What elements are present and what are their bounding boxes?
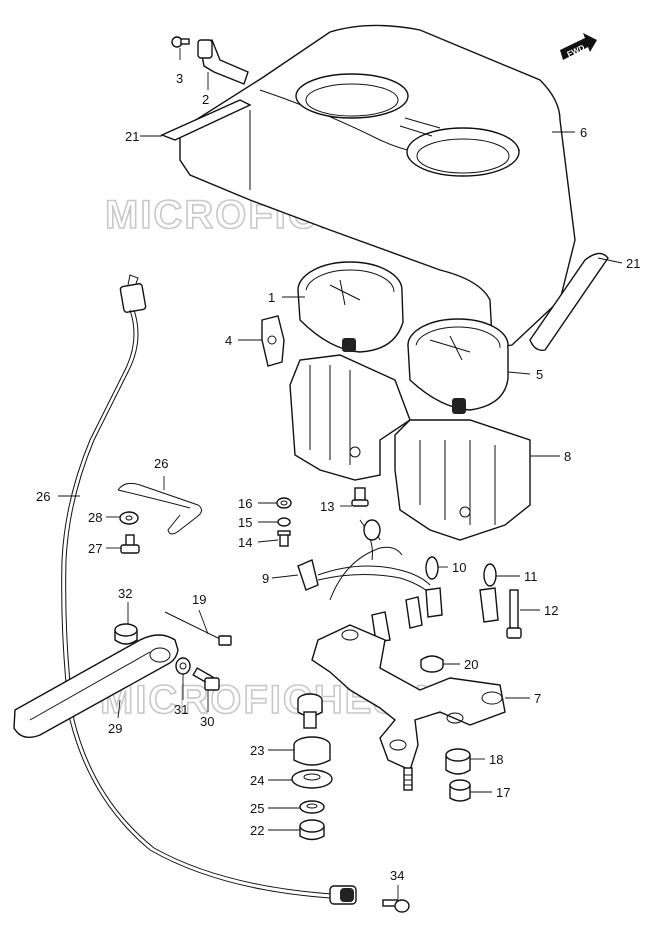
callout-29: 28 (88, 510, 102, 525)
washer-32 (175, 657, 191, 675)
callout-4: 4 (225, 333, 232, 348)
callout-18: 18 (489, 752, 503, 767)
callout-28: 27 (88, 541, 102, 556)
tachometer (407, 318, 509, 414)
callout-24: 24 (250, 773, 264, 788)
bolt-31 (192, 667, 220, 691)
drive-gear (197, 39, 249, 85)
nut-15 (277, 517, 291, 527)
wire-clip-27 (117, 482, 202, 535)
fwd-arrow-icon: FWD (560, 33, 597, 60)
cable-tie-19 (164, 611, 232, 646)
collar-25 (299, 800, 325, 814)
callout-6: 6 (580, 125, 587, 140)
callout-32: 31 (174, 702, 188, 717)
nut-22 (299, 819, 325, 841)
fwd-label: FWD (566, 43, 587, 59)
callout-15: 15 (238, 515, 252, 530)
meter-cover (160, 24, 609, 351)
callout-11: 11 (524, 569, 538, 584)
callout-30: 29 (108, 721, 122, 736)
screw-14 (277, 530, 291, 547)
callout-17: 17 (496, 785, 510, 800)
screw-34 (382, 899, 410, 913)
leader-lines (58, 48, 623, 900)
callout-labels: 3 2 21 6 21 1 4 5 8 26 26 16 13 15 28 14… (36, 71, 640, 883)
callout-21a: 21 (125, 129, 139, 144)
callout-34: 34 (390, 868, 404, 883)
cushion-18 (445, 748, 471, 775)
screw-13 (351, 487, 369, 507)
callout-8: 8 (564, 449, 571, 464)
bracket-4 (261, 315, 285, 367)
callout-31: 30 (200, 714, 214, 729)
callout-20: 20 (464, 657, 478, 672)
callout-25: 25 (250, 801, 264, 816)
stud (403, 767, 413, 791)
callout-7: 7 (534, 691, 541, 706)
screw-12 (506, 589, 522, 639)
callout-9: 9 (262, 571, 269, 586)
nut-17 (449, 779, 471, 802)
washer-24 (291, 769, 333, 789)
callout-19: 19 (192, 592, 206, 607)
callout-1: 1 (268, 290, 275, 305)
grommet-20 (420, 655, 444, 673)
callout-26: 26 (36, 489, 50, 504)
nut-33 (114, 623, 138, 645)
callout-13: 13 (320, 499, 334, 514)
callout-33: 32 (118, 586, 132, 601)
cushion-23 (293, 693, 331, 766)
washer-29 (119, 511, 139, 525)
screw-3 (171, 36, 190, 48)
speedometer (297, 261, 404, 353)
callout-22: 22 (250, 823, 264, 838)
speedometer-cable (61, 274, 357, 905)
bolt-28 (120, 534, 140, 554)
callout-5: 5 (536, 367, 543, 382)
washer-16 (276, 497, 292, 509)
callout-16: 16 (238, 496, 252, 511)
callout-23: 23 (250, 743, 264, 758)
meter-case (289, 354, 531, 541)
callout-14: 14 (238, 535, 252, 550)
callout-2: 2 (202, 92, 209, 107)
callout-27: 26 (154, 456, 168, 471)
callout-21b: 21 (626, 256, 640, 271)
callout-3: 3 (176, 71, 183, 86)
cable-guide-30 (13, 634, 179, 738)
callout-12: 12 (544, 603, 558, 618)
lamp-sockets (297, 519, 499, 643)
mounting-bracket (311, 624, 506, 771)
callout-10: 10 (452, 560, 466, 575)
